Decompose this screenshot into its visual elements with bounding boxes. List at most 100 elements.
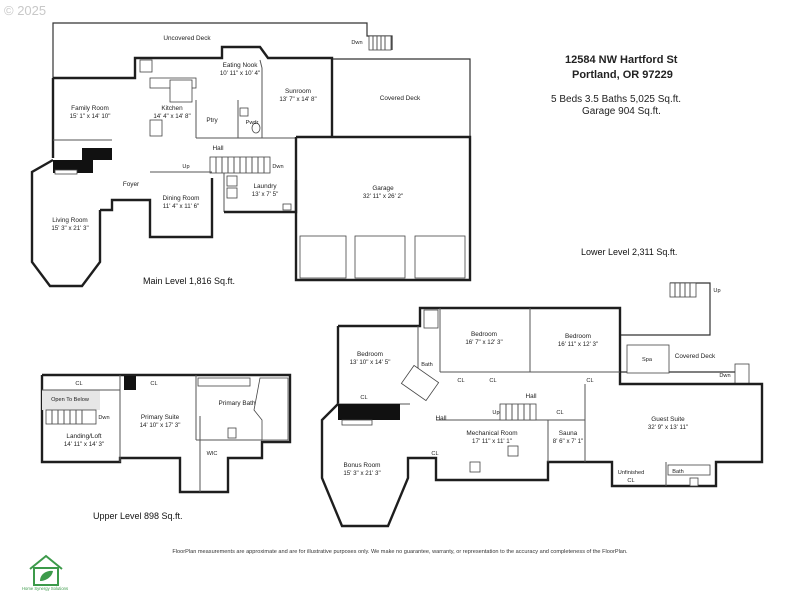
powder-label: Pwdr [246, 120, 259, 126]
covered-deck-outline [333, 58, 471, 137]
guest-bath-tub-icon [667, 464, 711, 476]
lower-bath-label: Bath [421, 362, 433, 368]
upper-dwn-label: Dwn [98, 415, 109, 421]
bedroom-1-dim: 16' 7" x 12' 3" [465, 339, 502, 346]
lower-vanity-icon [400, 364, 440, 402]
lower-cl-1: CL [360, 395, 367, 401]
uncovered-deck-label: Uncovered Deck [163, 35, 211, 42]
deck-dwn-label: Dwn [351, 40, 362, 46]
lower-cl-5: CL [556, 410, 563, 416]
primary-toilet-icon [227, 427, 237, 439]
upper-cl-2: CL [150, 381, 157, 387]
fireplace-family-icon [82, 148, 112, 160]
bonus-room-label: Bonus Room [344, 462, 381, 469]
bedroom-1-label: Bedroom [471, 331, 497, 338]
lower-cl-2: CL [457, 378, 464, 384]
lower-stairs-icon [669, 282, 750, 385]
bedroom-2-label: Bedroom [565, 333, 591, 340]
sauna-label: Sauna [559, 430, 578, 437]
guest-toilet-icon [689, 477, 699, 487]
lower-covered-deck-outline [620, 282, 711, 336]
cooktop-icon [139, 59, 153, 73]
garage-summary: Garage 904 Sq.ft. [582, 106, 661, 117]
furnace-icon [469, 461, 481, 473]
bedroom-3-label: Bedroom [357, 351, 383, 358]
unfinished-cl-label-2: CL [627, 478, 634, 484]
toilet-icon [239, 107, 249, 117]
lower-up-stair-label: Up [713, 288, 720, 294]
lower-deck-dwn-label: Dwn [719, 373, 730, 379]
lower-covered-deck-label: Covered Deck [675, 353, 716, 360]
upper-level-plan: CL CL Open To Below Dwn Landing/Loft 14'… [40, 373, 292, 521]
hall-main-label: Hall [212, 145, 223, 152]
family-room-dim: 15' 1" x 14' 10" [70, 113, 111, 120]
main-level-plan: Uncovered Deck Dwn Eating Nook 10' 11" x… [30, 22, 472, 288]
copyright-mark: © 2025 [4, 3, 47, 18]
lower-tub-icon [423, 309, 439, 329]
dwn-main-label: Dwn [272, 164, 283, 170]
kitchen-island [169, 79, 193, 103]
spa-icon [626, 344, 670, 374]
guest-suite-label: Guest Suite [651, 416, 685, 423]
lower-up-label: Up [492, 410, 499, 416]
landing-loft-dim: 14' 11" x 14' 3" [64, 441, 104, 448]
garage-dim: 32' 11" x 26' 2" [363, 193, 403, 200]
garage-door-3 [414, 235, 466, 279]
kitchen-label: Kitchen [161, 105, 183, 112]
primary-suite-dim: 14' 10" x 17' 3" [140, 422, 181, 429]
up-main-label: Up [182, 164, 189, 170]
water-heater-icon [507, 445, 519, 457]
living-room-dim: 15' 3" x 21' 3" [51, 225, 88, 232]
disclaimer-text: FloorPlan measurements are approximate a… [172, 549, 628, 555]
sunroom-label: Sunroom [285, 88, 311, 95]
bedroom-2-dim: 16' 11" x 12' 3" [558, 341, 598, 348]
pantry-label: Ptry [206, 117, 218, 124]
living-room-label: Living Room [52, 217, 88, 224]
lower-level-plan: Up Covered Deck Spa Dwn Bedroom 16' 7" x… [320, 247, 764, 528]
garage-label: Garage [372, 185, 394, 192]
fireplace-primary-icon [124, 376, 136, 390]
sunroom-dim: 13' 7" x 14' 8" [279, 96, 316, 103]
spa-label: Spa [642, 357, 653, 363]
garage-door-1 [299, 235, 347, 279]
open-to-below-area [42, 390, 100, 410]
dryer-icon [226, 187, 238, 199]
bedroom-3-dim: 13' 10" x 14' 5" [350, 359, 391, 366]
landing-loft-label: Landing/Loft [66, 433, 101, 440]
lower-hall-stairs-icon [499, 403, 537, 421]
address-line-2: Portland, OR 97229 [572, 69, 673, 81]
upper-cl-1: CL [75, 381, 82, 387]
laundry-dim: 13' x 7' 5" [252, 191, 279, 198]
lower-cl-3: CL [489, 378, 496, 384]
deck-stairs-icon [368, 35, 392, 51]
primary-vanity-icon [197, 377, 251, 387]
address-line-1: 12584 NW Hartford St [565, 54, 678, 66]
primary-tub-icon [253, 377, 289, 441]
primary-bath-label: Primary Bath [219, 400, 256, 407]
property-summary: 5 Beds 3.5 Baths 5,025 Sq.ft. [551, 94, 682, 105]
lower-hall-label-2: Hall [525, 393, 536, 400]
upper-stairs-icon [45, 409, 97, 425]
upper-level-title: Upper Level 898 Sq.ft. [93, 511, 183, 521]
fireplace-bonus-icon [338, 404, 400, 420]
fridge-icon [149, 119, 163, 137]
foyer-label: Foyer [123, 181, 140, 188]
mechanical-room-dim: 17' 11" x 11' 1" [472, 438, 512, 445]
garage-door-2 [354, 235, 406, 279]
sauna-dim: 8' 6" x 7' 1" [553, 438, 584, 445]
eating-nook-dim: 10' 11" x 10' 4" [220, 70, 260, 77]
unfinished-cl-label-1: Unfinished [618, 470, 644, 476]
logo-name: Home Synergy Solutions [22, 586, 69, 591]
kitchen-dim: 14' 4" x 14' 8" [153, 113, 190, 120]
uncovered-deck-outline [52, 22, 393, 78]
dining-room-dim: 11' 4" x 11' 6" [163, 203, 199, 210]
lower-hall-label-1: Hall [435, 415, 446, 422]
guest-suite-dim: 32' 9" x 13' 11" [648, 424, 688, 431]
sink-icon [251, 122, 261, 134]
lower-cl-6: CL [431, 451, 438, 457]
guest-bath-label: Bath [672, 469, 684, 475]
family-room-label: Family Room [71, 105, 109, 112]
primary-suite-label: Primary Suite [141, 414, 180, 421]
open-to-below-label: Open To Below [51, 397, 90, 403]
